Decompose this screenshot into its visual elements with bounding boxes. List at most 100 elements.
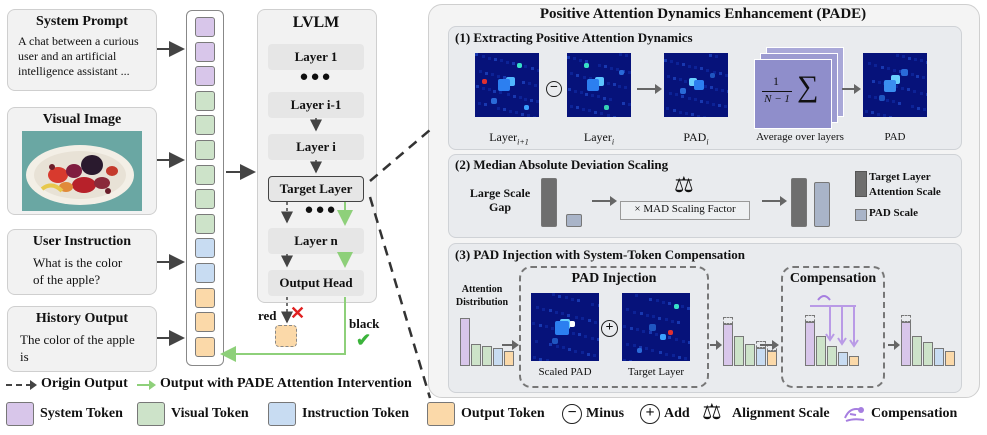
fruit-bowl-image [22,131,142,211]
add-label: Add [664,406,690,421]
avg-formula-den: N − 1 [764,93,790,105]
target-layer: Target Layer [268,176,364,202]
compensation-frame [781,266,885,388]
caption-pad-i-text: PAD [683,130,707,144]
arrow-to-compensation [760,344,774,346]
compensation-legend-icon [844,407,865,422]
output-token [195,312,215,333]
caption-layer-i-plus-1-text: Layer [489,130,518,144]
injected-bar-1 [734,336,744,366]
arrow-to-compensation-head [772,340,779,350]
output-token [195,336,215,357]
system-prompt-text: A chat between a curious user and an art… [18,34,139,78]
visual-token-swatch [137,402,165,426]
final-bar-1 [912,336,922,366]
system-token-swatch [6,402,34,426]
arrow-to-final-pad-head [854,84,861,94]
history-output-title: History Output [35,311,129,326]
pade-output-label: Output with PADE Attention Intervention [160,376,412,391]
arrow-to-injection [502,344,514,346]
minus-label: Minus [586,406,625,421]
final-bar-cap-0 [901,315,911,322]
arrow-after-injection-head [716,340,722,350]
minus-legend-icon: − [562,404,582,424]
legend-pad-swatch [855,209,867,221]
avg-stack-front [754,59,832,129]
final-bar-4 [945,351,955,366]
mad-factor-box [620,201,750,220]
visual-token [195,213,215,234]
pad-injection-title: PAD Injection [571,271,657,286]
check-icon: ✔ [356,330,372,350]
visual-image-box: Visual Image [7,107,157,215]
history-output-box: History Output The color of the apple is [7,306,157,372]
section-extract-title: (1) Extracting Positive Attention Dynami… [455,30,693,45]
legend-pad-scale: PAD Scale [869,207,918,219]
layer-n: Layer n [268,228,364,254]
final-bar-2 [923,342,933,366]
caption-pad-i: PADi [663,130,729,146]
add-icon: + [601,320,618,337]
instruction-token [195,238,215,259]
initial-bar-2 [482,346,492,366]
arrow-to-final-pad [842,88,856,90]
system-token [195,17,215,37]
visual-token [195,164,215,185]
visual-token [195,115,215,136]
injected-bar-4 [767,351,777,366]
arrow-mad-left-head [610,196,617,206]
pade-legend-head [149,380,156,390]
alignment-scale-icon: ⚖ [702,399,722,424]
section-injection-title: (3) PAD Injection with System-Token Comp… [455,247,745,262]
sigma-symbol: ∑ [797,70,819,103]
visual-image-title: Visual Image [42,112,122,127]
ellipsis-top: ●●● [299,69,333,85]
user-instruction-box: User Instruction What is the color of th… [7,229,157,295]
layer-i-minus-1: Layer i-1 [268,92,364,118]
caption-sub-pad-i: i [706,137,709,147]
section-mad [448,154,962,238]
visual-token [195,140,215,160]
caption-layer-i-text: Layer [583,130,612,144]
user-instruction-text: What is the color of the apple? [33,255,123,287]
scale-icon: ⚖ [674,172,694,197]
compensated-bar-1 [816,336,826,366]
compensated-bar-2 [827,346,837,366]
lvlm-title: LVLM [292,14,340,31]
output-red-label: red [258,308,277,323]
heatmap-pad-final [863,53,927,117]
heatmap-scaled-pad [531,293,599,361]
heatmap-pad-i [664,53,728,117]
compensation-label: Compensation [871,406,958,421]
caption-pad-final: PAD [884,131,906,143]
output-token-swatch [427,402,455,426]
caption-scaled-pad: Scaled PAD [538,366,592,378]
output-token-candidate [275,325,297,347]
layer-1: Layer 1 [268,44,364,70]
arrow-after-injection [710,344,718,346]
final-bar-3 [934,348,944,366]
injected-bar-0 [723,324,733,366]
instruction-token-label: Instruction Token [302,406,409,421]
caption-average: Average over layers [756,131,844,143]
pade-legend-line [137,384,151,386]
arrow-to-pad [637,88,657,90]
injected-bar-cap-0 [723,317,733,324]
arrow-to-injection-head [512,340,519,350]
arrow-mad-right [762,200,782,202]
large-target-bar [541,178,557,227]
history-output-text: The color of the apple is [20,332,135,364]
arrow-after-compensation [888,344,896,346]
alignment-scale-label: Alignment Scale [732,406,830,421]
compensated-bar-cap-0 [805,315,815,322]
legend-target-scale: Target Layer Attention Scale [869,171,941,198]
mad-factor-label: × MAD Scaling Factor [634,203,736,215]
system-token-label: System Token [40,406,123,421]
large-gap-label: Large Scale Gap [469,186,531,214]
initial-bar-4 [504,351,514,366]
compensation-title: Compensation [789,271,877,286]
heatmap-target-layer [622,293,690,361]
cross-icon: ✕ [290,303,306,323]
output-head: Output Head [268,270,364,296]
add-legend-icon: + [640,404,660,424]
